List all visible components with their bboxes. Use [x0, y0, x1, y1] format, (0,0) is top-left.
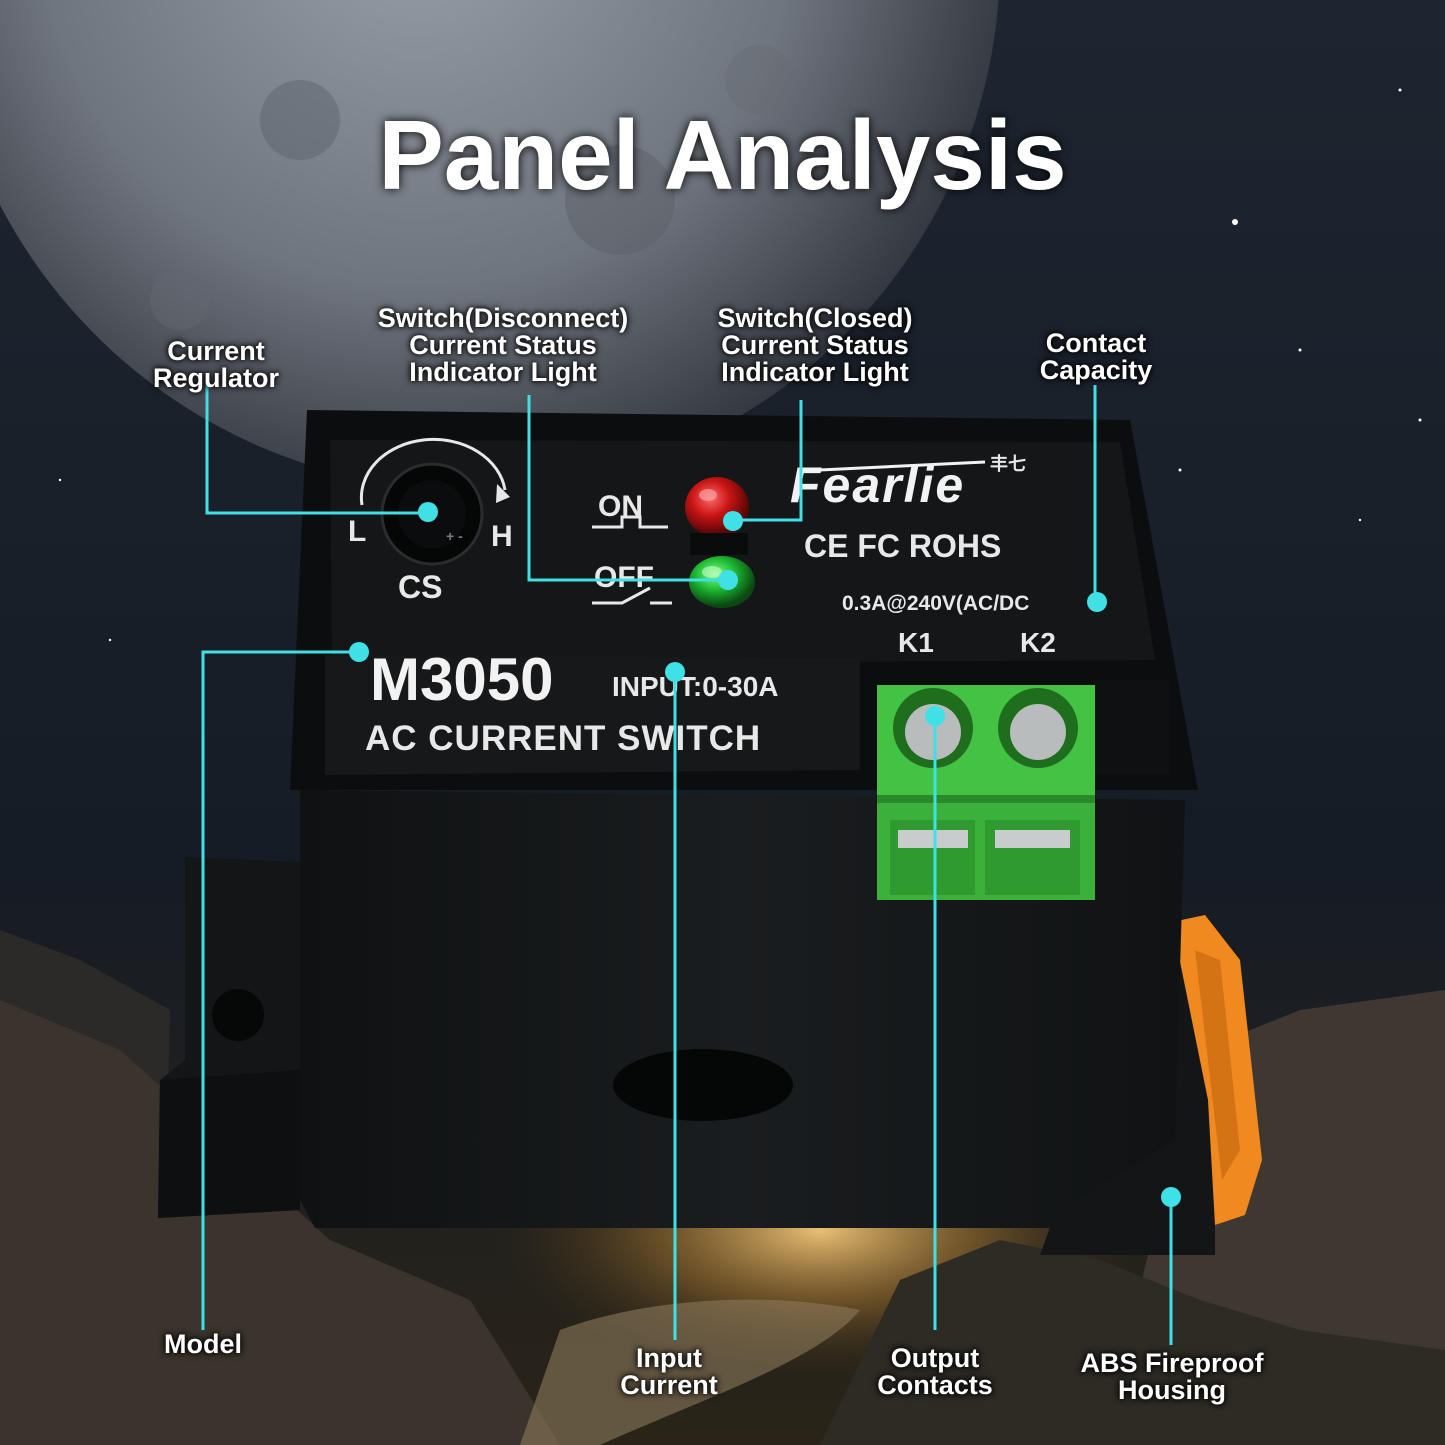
knob-high-label: H [491, 520, 513, 553]
callout-text: Capacity [1039, 355, 1153, 385]
closed-switch-symbol [592, 515, 668, 529]
callout-text: ABS Fireproof [1080, 1348, 1264, 1378]
page-title: Panel Analysis [378, 100, 1067, 210]
callout-switch-closed: Switch(Closed) Current Status Indicator … [717, 305, 912, 386]
callout-text: Output [890, 1343, 980, 1373]
callout-output-contacts: Output Contacts [877, 1345, 993, 1399]
callout-text: Switch(Disconnect) [377, 303, 629, 333]
din-rail-clip [1172, 915, 1262, 1225]
output-terminal-block[interactable] [877, 685, 1095, 900]
callout-text: Model [164, 1329, 242, 1359]
knob-cs-label: CS [398, 569, 442, 605]
callout-text: Current Status [409, 330, 597, 360]
off-label: OFF [594, 561, 654, 594]
callout-text: Switch(Closed) [717, 303, 913, 333]
brand-mark: 丰七 [990, 453, 1026, 474]
callout-text: Current [167, 336, 265, 366]
terminal-k1-label: K1 [898, 627, 934, 658]
callout-text: Contacts [877, 1370, 993, 1400]
callout-text: Contact [1045, 328, 1147, 358]
callout-current-regulator: Current Regulator [153, 338, 279, 392]
product-name: AC CURRENT SWITCH [365, 719, 761, 758]
callout-text: Housing [1117, 1375, 1226, 1405]
callout-input-current: Input Current [620, 1345, 718, 1399]
callout-text: Current [620, 1370, 718, 1400]
callout-text: Indicator Light [721, 357, 909, 387]
model-number: M3050 [370, 646, 553, 713]
stars-decoration [58, 88, 1422, 642]
callout-text: Indicator Light [409, 357, 597, 387]
callout-lines [201, 380, 1173, 1345]
svg-text:+ -: + - [446, 528, 463, 544]
callout-abs-housing: ABS Fireproof Housing [1080, 1350, 1263, 1404]
callout-dots [349, 502, 1181, 1207]
left-mounting-flange [158, 857, 300, 1218]
callout-text: Regulator [152, 363, 280, 393]
moon-decoration [0, 0, 999, 490]
led-green-off-indicator [689, 533, 755, 608]
callout-text: Current Status [721, 330, 909, 360]
callout-model: Model [164, 1331, 242, 1358]
knob-low-label: L [348, 515, 366, 548]
certifications-label: CE FC ROHS [804, 528, 1001, 564]
input-spec: INPUT:0-30A [612, 671, 778, 702]
open-switch-symbol [592, 586, 672, 605]
brand-underline-decoration [819, 460, 986, 472]
rating-label: 0.3A@240V(AC/DC [842, 592, 1029, 615]
callout-switch-disconnect: Switch(Disconnect) Current Status Indica… [378, 305, 629, 386]
callout-text: Input [636, 1343, 702, 1373]
terminal-k2-label: K2 [1020, 627, 1056, 658]
callout-contact-capacity: Contact Capacity [1040, 330, 1153, 384]
